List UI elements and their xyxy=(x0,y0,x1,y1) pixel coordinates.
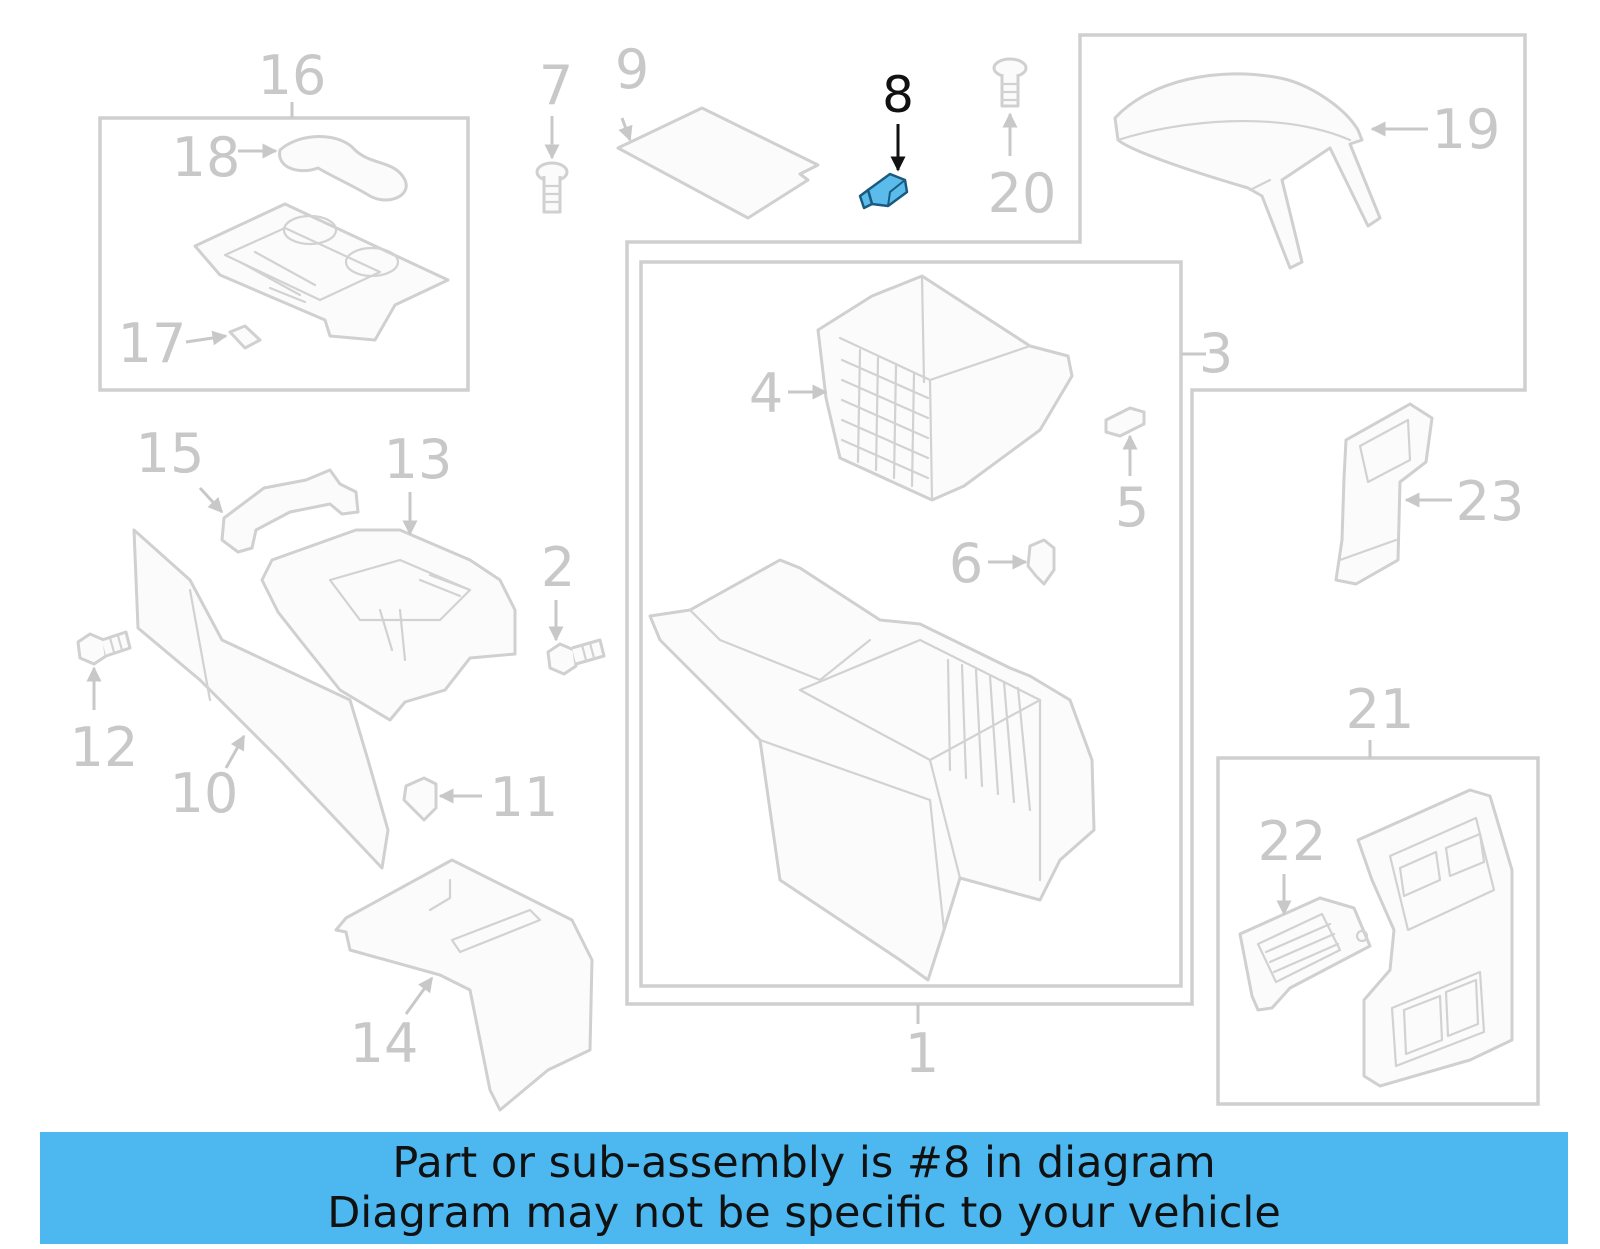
part-7-screw xyxy=(535,161,569,214)
callout-3: 3 xyxy=(1199,322,1233,385)
callout-15: 15 xyxy=(136,422,205,485)
part-18-cupholder-mat xyxy=(278,135,408,202)
callout-2: 2 xyxy=(541,536,575,599)
callout-11: 11 xyxy=(490,766,559,829)
part-23-vent-duct xyxy=(1334,402,1434,586)
callout-16: 16 xyxy=(258,44,327,107)
callout-17: 17 xyxy=(118,312,187,375)
info-banner: Part or sub-assembly is #8 in diagram Di… xyxy=(40,1132,1568,1244)
part-17-clip xyxy=(228,324,262,350)
banner-line-1: Part or sub-assembly is #8 in diagram xyxy=(392,1138,1216,1188)
part-11-clip xyxy=(402,776,438,822)
callout-21: 21 xyxy=(1346,678,1415,741)
group-box-16 xyxy=(98,116,470,392)
part-8-highlighted xyxy=(858,172,909,210)
banner-line-2: Diagram may not be specific to your vehi… xyxy=(327,1188,1281,1238)
callout-23: 23 xyxy=(1456,470,1525,533)
callout-1: 1 xyxy=(905,1022,939,1085)
leader-lines xyxy=(86,102,1452,1024)
part-16-cupholder-tray xyxy=(193,202,450,342)
callout-12: 12 xyxy=(70,716,139,779)
callout-13: 13 xyxy=(384,428,453,491)
callout-5: 5 xyxy=(1115,476,1149,539)
callout-6: 6 xyxy=(949,532,983,595)
part-9-pad xyxy=(616,106,820,220)
callout-20: 20 xyxy=(988,162,1057,225)
callout-22: 22 xyxy=(1258,810,1327,873)
part-4-bin xyxy=(816,274,1074,502)
part-6-clip xyxy=(1026,538,1056,586)
callout-18: 18 xyxy=(172,126,241,189)
group-box-21 xyxy=(1216,756,1540,1106)
group-box-3 xyxy=(625,33,1527,1006)
callout-8-highlighted: 8 xyxy=(882,66,914,124)
part-15-bracket xyxy=(220,468,360,554)
part-20-screw xyxy=(992,57,1028,108)
part-19-armrest-lid xyxy=(1113,72,1382,270)
part-22-vent xyxy=(1238,896,1372,1012)
callout-4: 4 xyxy=(749,362,783,425)
part-5-clip xyxy=(1104,406,1146,438)
callout-9: 9 xyxy=(615,38,649,101)
part-1-console-base xyxy=(648,558,1096,982)
callout-19: 19 xyxy=(1432,98,1501,161)
group-box-1 xyxy=(639,260,1183,988)
part-2-bolt xyxy=(546,638,606,676)
callout-labels: 16 18 17 7 9 8 20 19 3 4 5 6 23 15 13 2 … xyxy=(70,38,1525,1085)
callout-10: 10 xyxy=(170,762,239,825)
callout-14: 14 xyxy=(350,1012,419,1075)
part-14-lower-trim xyxy=(334,858,594,1112)
part-12-bolt xyxy=(76,630,132,666)
part-13-console-bracket xyxy=(260,528,517,722)
callout-7: 7 xyxy=(539,54,573,117)
part-21-rear-panel xyxy=(1356,788,1514,1088)
part-10-side-panel xyxy=(132,528,390,870)
